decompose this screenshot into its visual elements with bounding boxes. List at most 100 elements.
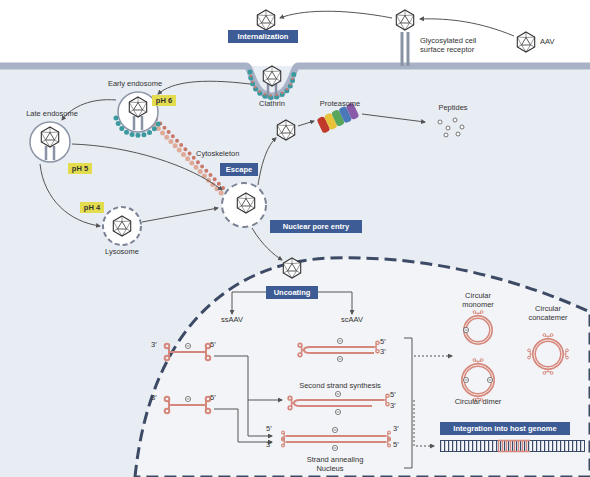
flow-arrow	[158, 81, 250, 94]
part-label: Late endosome	[12, 110, 92, 119]
circular-episomes-part-part	[543, 334, 553, 338]
step-label-box: Uncoating	[266, 286, 318, 299]
step-label-text: Escape	[226, 165, 252, 174]
peptide-dots-part	[444, 133, 448, 137]
genome-markers-part	[185, 343, 190, 348]
genome-markers-part	[332, 427, 337, 432]
ph-text: pH 6	[156, 96, 172, 105]
flow-arrow	[362, 114, 425, 122]
peptide-dots	[438, 118, 464, 137]
circular-episomes-part-part	[528, 349, 532, 359]
escape-vesicle-part	[222, 183, 266, 227]
clathrin-pit	[250, 66, 294, 98]
dashed-arrow	[414, 400, 434, 446]
flow-arrow	[40, 164, 100, 226]
step-label-box: Integration into host genome	[440, 422, 570, 435]
strand-end-label: 3′	[151, 394, 165, 403]
part-label: ssAAV	[212, 316, 252, 325]
peptide-dots-part	[446, 126, 450, 130]
flow-arrow	[420, 19, 514, 36]
genome-markers-part	[335, 391, 340, 396]
step-label-text: Nuclear pore entry	[283, 222, 349, 231]
ph-tag: pH 4	[80, 202, 104, 213]
part-label: Clathrin	[252, 100, 292, 109]
late-endosome-part	[41, 127, 58, 147]
host-dna-part	[498, 441, 530, 452]
aav-genomes-part	[386, 437, 390, 447]
strand-end-label: 5′	[393, 441, 407, 450]
strand-end-label: 3′	[393, 425, 407, 434]
aav-genomes-part	[374, 341, 379, 353]
aav-genomes-part	[203, 344, 210, 361]
strand-end-label: 5′	[266, 425, 280, 434]
circular-episomes-part	[534, 340, 562, 368]
lysosome	[103, 207, 141, 245]
early-endosome-part	[129, 97, 146, 117]
aav-genomes-part	[384, 394, 389, 406]
aav-genomes-part	[298, 343, 304, 356]
part-label: Second strand synthesis	[285, 382, 395, 391]
strand-end-label: 3′	[390, 402, 404, 411]
flow-arrow	[232, 292, 266, 314]
circular-episomes-part	[463, 327, 468, 332]
genome-markers-part	[335, 409, 340, 414]
flow-arrow	[214, 409, 272, 442]
free-capsid	[277, 120, 294, 140]
cytoplasm	[0, 66, 590, 477]
peptide-dots-part	[453, 118, 457, 122]
part-label: Strand annealing	[280, 456, 390, 465]
nuclear-envelope	[135, 258, 590, 477]
circular-episomes-part	[487, 377, 492, 382]
late-endosome-part	[30, 122, 70, 162]
strand-end-label: 5′	[210, 394, 224, 403]
peptide-dots-part	[460, 125, 464, 129]
flow-arrow	[214, 356, 282, 400]
step-label-box: Nuclear pore entry	[270, 220, 362, 233]
aav-genomes-part	[165, 344, 172, 361]
genome-markers-part	[185, 396, 190, 401]
circular-episomes-part-part	[473, 311, 483, 315]
step-label-box: Escape	[220, 163, 258, 176]
strand-end-label: 5′	[380, 338, 394, 347]
surface-receptor-part	[402, 32, 408, 66]
aav-genomes-part	[282, 437, 286, 447]
circular-episomes-part-part	[564, 349, 568, 359]
circular-episomes-part	[534, 340, 562, 368]
bracket	[404, 338, 412, 468]
part-label: Proteasome	[310, 100, 370, 109]
part-label: scAAV	[332, 316, 372, 325]
aav-genomes-part	[288, 396, 294, 409]
host-dna-part	[440, 441, 585, 452]
aav-genomes	[165, 341, 391, 447]
strand-end-label: 3′	[380, 348, 394, 357]
aav-genomes-part	[165, 397, 172, 414]
flow-arrow	[318, 292, 352, 314]
genome-markers	[185, 338, 342, 450]
step-label-text: Uncoating	[274, 288, 311, 297]
bound-capsid	[257, 10, 274, 30]
circular-episomes	[463, 311, 568, 402]
genome-markers-part	[337, 356, 342, 361]
genome-markers-part	[337, 338, 342, 343]
surface-receptor	[396, 10, 413, 66]
ph-tag: pH 5	[68, 163, 92, 174]
part-label: Nucleus	[300, 465, 360, 474]
ph-text: pH 5	[72, 164, 88, 173]
part-label: Glycosylated cell surface receptor	[420, 37, 500, 54]
flow-arrow	[258, 138, 276, 185]
late-endosome	[30, 122, 70, 162]
host-dna-part	[440, 441, 585, 452]
strand-end-label: 3′	[151, 341, 165, 350]
circular-episomes-part	[463, 365, 493, 395]
clathrin-pit-part	[250, 72, 294, 98]
early-endosome-part	[116, 118, 160, 135]
peptide-dots-part	[456, 132, 460, 136]
aav-genomes-part	[294, 400, 384, 406]
flow-arrow	[280, 11, 392, 18]
circular-episomes-part	[473, 311, 568, 402]
step-label-text: Integration into host genome	[453, 424, 556, 433]
strand-end-label: 5′	[210, 341, 224, 350]
part-label: Circular dimer	[452, 398, 504, 407]
